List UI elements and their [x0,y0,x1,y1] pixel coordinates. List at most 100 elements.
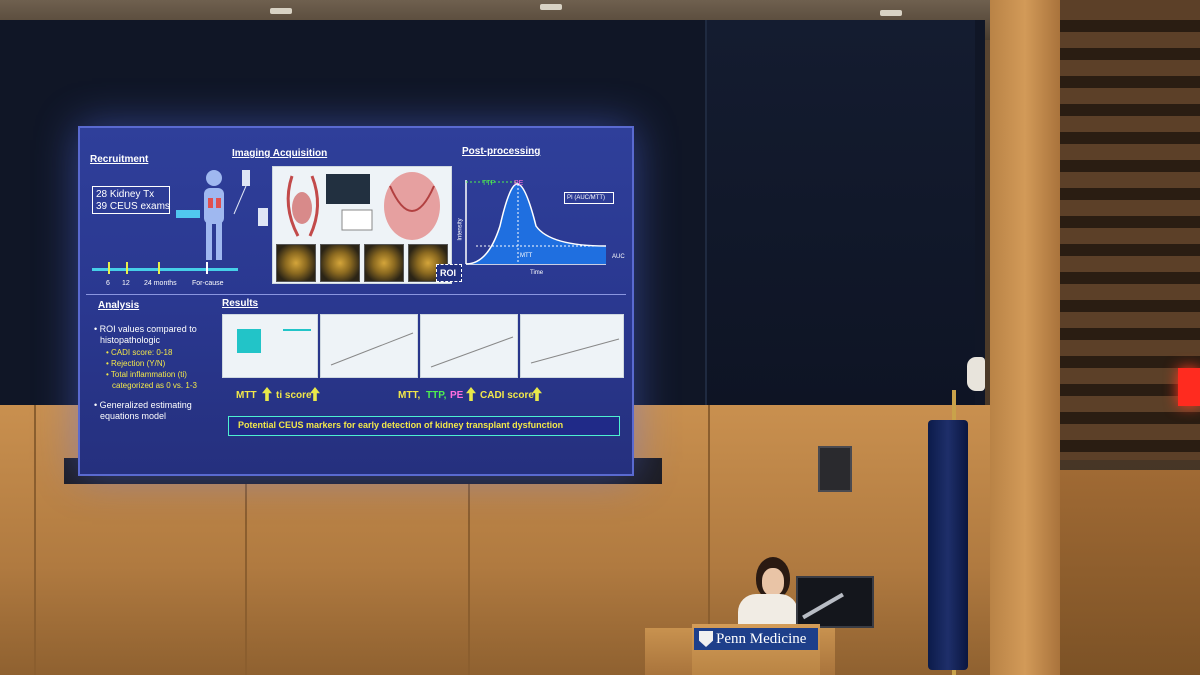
ttp-label: TTP [482,180,496,187]
slat [1060,440,1200,452]
presenter-face [762,568,784,596]
slat [1060,412,1200,424]
exit-sign [1178,368,1200,406]
ceiling-light [540,4,562,10]
time-intensity-curve [465,180,607,265]
increase-arrow-icon [310,387,320,401]
slat [1060,76,1200,88]
results-caption-ttp: TTP, [426,390,447,401]
result-plot-4 [520,314,624,378]
boxplot-line [283,329,311,331]
analysis-bullet-2a: • Generalized estimating [94,400,192,410]
slat [1060,216,1200,228]
projected-slide: Recruitment 28 Kidney Tx 39 CEUS exams 6… [78,126,634,476]
ultrasound-thumbnail [408,244,448,282]
timeline-tick [108,262,110,274]
analysis-bullet-1a-text: ROI values compared to [99,324,197,334]
slat [1060,356,1200,368]
timeline-tick [206,262,208,274]
conclusion-text: Potential CEUS markers for early detecti… [238,420,564,430]
wall-speaker [818,446,852,492]
analysis-bullet-2a-text: Generalized estimating [99,400,192,410]
analysis-heading: Analysis [98,300,140,311]
analysis-sub-1: • CADI score: 0-18 [106,348,173,357]
mtt-label: MTT [520,253,533,259]
analysis-sub-2: • Rejection (Y/N) [106,359,166,368]
analysis-sub-1-text: CADI score: 0-18 [111,348,173,357]
ultrasound-thumbnail [320,244,360,282]
ultrasound-thumbnail [364,244,404,282]
results-heading: Results [222,298,259,309]
analysis-sub-2-text: Rejection (Y/N) [111,359,166,368]
results-caption-cadi: CADI score [480,390,534,401]
roi-box [436,264,462,282]
ceiling-light [880,10,902,16]
slat [1060,244,1200,256]
slat [1060,48,1200,60]
timeline-label-for-cause: For-cause [192,280,224,287]
panel-seam [34,405,36,675]
timeline-tick [126,262,128,274]
slat [1060,300,1200,312]
right-wood-panel [1060,470,1200,675]
ceiling-light [270,8,292,14]
analysis-sub-3a: • Total inflammation (ti) [106,370,187,379]
recruitment-box [92,186,170,214]
postprocessing-heading: Post-processing [462,146,541,157]
imaging-heading: Imaging Acquisition [232,148,328,159]
wood-pillar [990,0,1060,675]
slat [1060,132,1200,144]
results-caption-pe: PE [450,390,464,401]
slat [1060,384,1200,396]
boxplot-box [237,329,261,353]
results-caption-mtt: MTT [236,390,257,401]
conclusion-box [228,416,620,436]
analysis-bullet-1b: histopathologic [100,335,161,345]
time-axis-label: Time [530,270,544,276]
timeline-tick [158,262,160,274]
wall-sensor [967,357,985,391]
increase-arrow-icon [532,387,542,401]
kidney-anatomy-illustration [286,172,440,240]
ultrasound-thumbnail [276,244,316,282]
secondary-screen-off [705,20,975,412]
panel-seam [245,405,247,675]
auc-label: AUC [612,254,625,260]
result-plot-1 [222,314,318,378]
state-flag [928,420,968,670]
slat [1060,104,1200,116]
analysis-sub-3b: categorized as 0 vs. 1-3 [112,381,197,390]
results-caption-ti: ti score [276,390,312,401]
roi-label: ROI [440,268,457,278]
results-caption-mtt2: MTT, [398,390,421,401]
panel-seam [468,405,470,675]
timeline-label-6: 6 [106,280,110,287]
analysis-sub-3a-text: Total inflammation (ti) [110,370,187,379]
slat [1060,328,1200,340]
analysis-bullet-2b: equations model [100,411,167,421]
analysis-bullet-1a: • ROI values compared to [94,324,197,334]
pe-label: PE [514,180,524,187]
result-plot-3 [420,314,518,378]
slat [1060,20,1200,32]
panel-seam [708,405,710,675]
recruitment-timeline [92,268,238,271]
pi-formula-box [564,192,614,204]
timeline-label-12: 12 [122,280,130,287]
result-plot-2 [320,314,418,378]
intensity-axis-label: Intensity [457,218,464,241]
penn-shield-icon [699,631,713,647]
pi-formula: PI (AUC/MTT) [567,195,605,201]
increase-arrow-icon [262,387,272,401]
section-divider [86,294,626,295]
slat [1060,272,1200,284]
slat [1060,160,1200,172]
recruitment-line1: 28 Kidney Tx [96,189,155,200]
recruitment-heading: Recruitment [90,154,149,165]
podium-monitor [796,576,874,628]
slat [1060,188,1200,200]
timeline-label-24: 24 months [144,280,177,287]
patient-illustration [176,170,268,260]
recruitment-line2: 39 CEUS exams [96,201,170,212]
